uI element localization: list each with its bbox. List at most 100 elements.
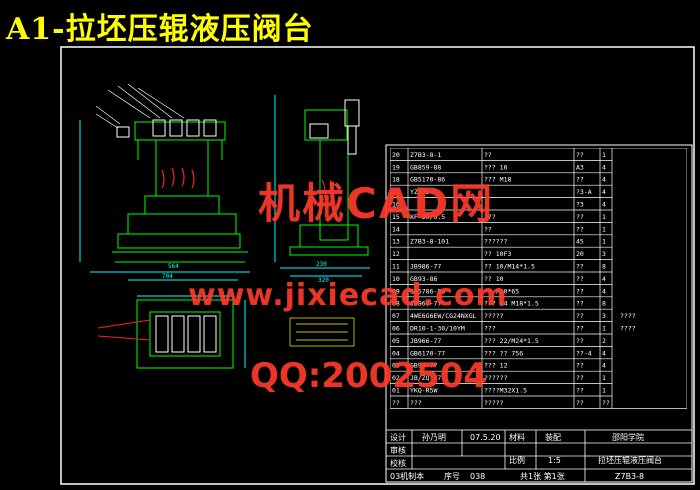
bom-cell: ??	[602, 399, 610, 407]
class-label: 03机制本	[390, 471, 424, 481]
bom-cell: ??? 14 M18*1.5	[484, 300, 539, 308]
bom-cell: 4	[602, 201, 606, 209]
bom-cell: ?3-A	[576, 188, 592, 196]
bom-cell: 1	[602, 374, 606, 382]
bom-cell: ??	[576, 275, 584, 283]
design-label: 设计	[390, 432, 406, 442]
bom-cell: JB966-77	[410, 337, 441, 345]
bom-cell: YKQ-R5W	[410, 387, 437, 395]
scale-value: 1:5	[548, 456, 561, 465]
bom-cell: ???	[410, 399, 422, 407]
watermark-site-name: 机械CAD网	[258, 179, 495, 228]
bom-cell: 20	[576, 250, 584, 258]
bom-cell: ??	[576, 399, 584, 407]
bom-cell: 3	[602, 312, 606, 320]
bom-cell: ??	[576, 263, 584, 271]
bom-cell: ??? ?? 756	[484, 349, 523, 357]
bom-cell: 2	[602, 337, 606, 345]
drawing-number: Z7B3-8	[615, 472, 644, 481]
valve-block-top	[134, 121, 226, 141]
bom-cell: ??	[576, 362, 584, 370]
front-view	[79, 120, 250, 281]
bom-cell: JB966-77	[410, 300, 441, 308]
top-view-pipes	[97, 319, 151, 341]
bom-cell: GB5786-86	[410, 287, 445, 295]
bom-cell: ??? 12	[484, 362, 508, 370]
bom-cell: 04	[392, 349, 400, 357]
designer-name: 孙乃明	[422, 432, 446, 442]
bom-cell: 4	[602, 188, 606, 196]
bom-cell: DR10-1-30/10YM	[410, 325, 465, 333]
bom-cell: ??	[576, 151, 584, 159]
bom-cell: GB6170-77	[410, 349, 445, 357]
bom-cell: 01	[392, 387, 400, 395]
bom-cell: 12	[392, 250, 400, 258]
oil-tank	[127, 213, 237, 235]
bom-cell: Z7B3-8-101	[410, 238, 449, 246]
bom-cell: 17	[392, 188, 400, 196]
bom-note: ????	[620, 312, 636, 320]
bom-cell: 09	[392, 287, 400, 295]
dim-side-base: 320	[318, 277, 329, 284]
top-view	[136, 295, 246, 369]
bom-cell: XF-20/0.5	[410, 213, 445, 221]
bom-cell: ??????	[484, 238, 508, 246]
title-block	[385, 429, 693, 483]
side-view-valves	[309, 99, 360, 155]
bom-cell: 4	[602, 362, 606, 370]
bom-cell: ??????	[484, 374, 508, 382]
bom-cell: ??	[576, 387, 584, 395]
check-label: 校核	[390, 458, 406, 468]
drawing-border	[60, 46, 695, 485]
bom-cell: A3	[576, 163, 584, 171]
scale-label: 比例	[509, 455, 525, 465]
bom-cell: 1	[602, 325, 606, 333]
bom-cell: ??	[484, 151, 492, 159]
front-view-valves	[116, 119, 217, 138]
bom-cell: GB93-77	[410, 362, 437, 370]
design-date: 07.5.20	[470, 433, 501, 442]
bom-cell: 4	[602, 349, 606, 357]
side-view	[274, 95, 370, 277]
bom-cell: YZ335-	[410, 188, 433, 196]
bom-cell: 02	[392, 374, 400, 382]
bom-cell: 1	[602, 213, 606, 221]
bom-cell: GB5170-86	[410, 176, 445, 184]
bom-cell: 4WE6G6EW/CG24NXGL	[410, 312, 477, 320]
bom-cell: GB859-88	[410, 163, 441, 171]
bom-cell: 4	[602, 287, 606, 295]
bom-cell: 1	[602, 151, 606, 159]
bom-note: ????	[620, 325, 636, 333]
bom-cell: Z7B3-8-1	[410, 151, 441, 159]
leader-lines	[95, 83, 185, 129]
bom-cell: 10	[392, 275, 400, 283]
bom-cell: ??	[576, 312, 584, 320]
bom-cell: 8	[602, 300, 606, 308]
bom-cell: 8	[602, 263, 606, 271]
top-view-valves	[155, 315, 217, 353]
bom-cell: JB986-77	[410, 263, 441, 271]
bom-cell: ?????	[484, 399, 504, 407]
bom-cell: ??	[576, 176, 584, 184]
bom-cell: ??	[576, 225, 584, 233]
school-name: 邵阳学院	[612, 432, 644, 442]
bom-cell: ?? M10*65	[484, 287, 519, 295]
bom-cell: GB93-86	[410, 275, 437, 283]
dim-total: 704	[162, 273, 173, 280]
bom-cell: ??	[576, 300, 584, 308]
bom-frame	[390, 148, 687, 409]
bom-cell: 15	[392, 213, 400, 221]
bom-cell: ???	[484, 325, 496, 333]
bom-cell: 1	[602, 225, 606, 233]
bom-cell: 13	[392, 238, 400, 246]
material-label: 材料	[509, 432, 525, 442]
side-view-hoses	[321, 179, 334, 203]
bom-cell: 05	[392, 337, 400, 345]
bom-cell: 03	[392, 362, 400, 370]
bom-cell: 08	[392, 300, 400, 308]
bom-cell: ?3	[576, 201, 584, 209]
review-label: 审核	[390, 445, 406, 455]
bom-cell: ??	[576, 374, 584, 382]
